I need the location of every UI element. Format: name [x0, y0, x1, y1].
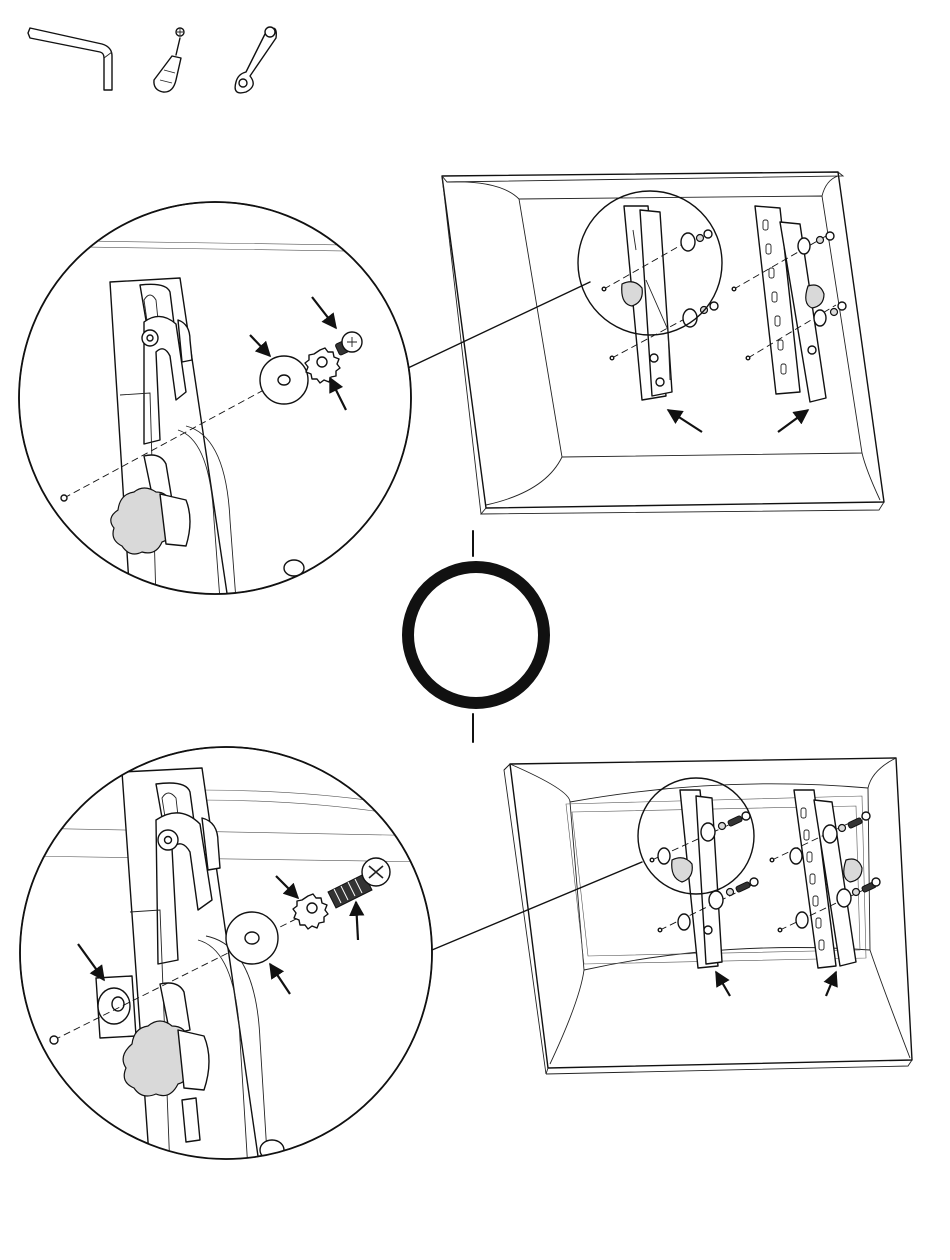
combination-wrench-icon — [235, 27, 276, 93]
step-separator — [408, 531, 544, 742]
phillips-screwdriver-icon — [154, 28, 184, 92]
step2-detail-view — [20, 747, 440, 1170]
or-circle-symbol — [408, 567, 544, 703]
hex-key-icon — [28, 28, 112, 90]
tools-row — [28, 27, 276, 93]
step1-detail-view — [19, 202, 411, 600]
